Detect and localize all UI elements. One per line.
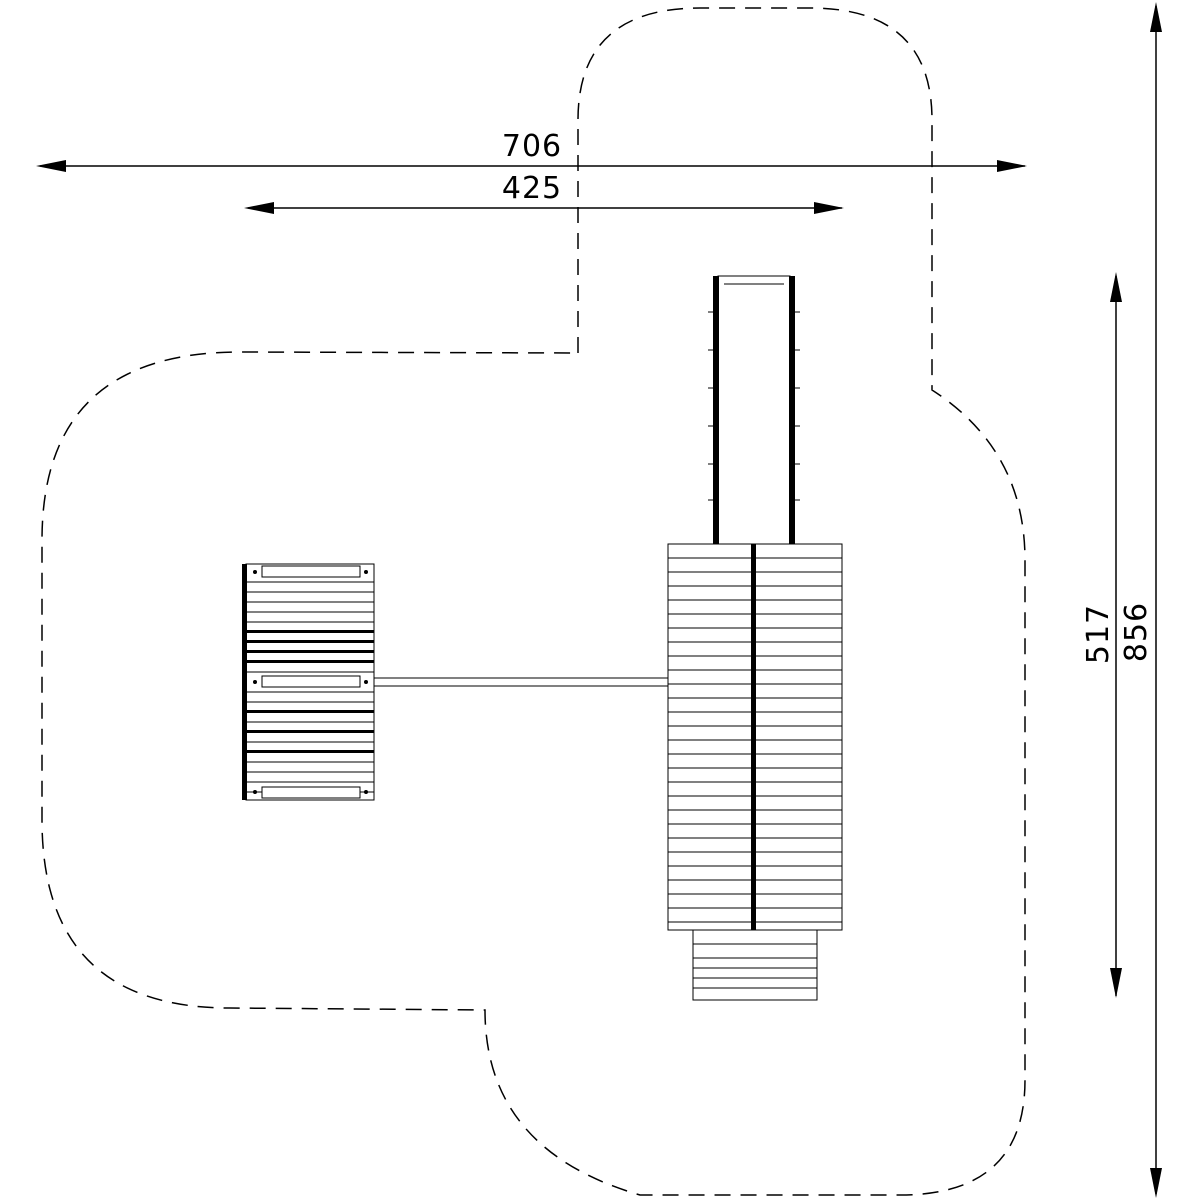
dimension-overall-length: 856 (1119, 2, 1162, 1198)
dimension-overall-width: 706 (36, 129, 1027, 172)
deck-planks (668, 557, 842, 923)
step-planks (693, 943, 817, 989)
dimension-label-425: 425 (502, 171, 562, 206)
small-plank-shadow (247, 640, 374, 643)
dimension-structure-length: 517 (1081, 272, 1122, 998)
small-plank-shadow (247, 710, 374, 713)
small-platform-planks (247, 581, 374, 793)
small-plank-shadow (247, 730, 374, 733)
safety-zone-outline (41, 7, 1026, 1196)
small-plank-shadow (247, 660, 374, 663)
small-platform (242, 563, 375, 801)
main-platform-deck (667, 543, 843, 931)
dimension-label-706: 706 (502, 129, 562, 164)
small-plank-shadow (247, 630, 374, 633)
slide-rails (708, 275, 800, 545)
platform-steps (692, 929, 818, 1001)
dimension-label-856: 856 (1119, 602, 1154, 662)
dimension-structure-width: 425 (244, 171, 844, 214)
small-plank-shadow (247, 750, 374, 753)
dimension-label-517: 517 (1081, 604, 1116, 664)
connecting-beam (373, 677, 669, 687)
small-plank-shadow (247, 650, 374, 653)
small-platform-bolts (253, 570, 368, 794)
rail-ticks (708, 311, 800, 501)
